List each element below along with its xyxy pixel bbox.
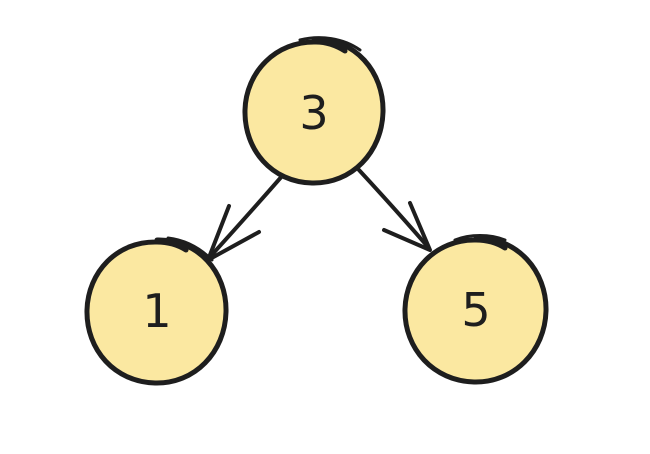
- node-label: 1: [142, 284, 171, 338]
- edge-root-to-right: [357, 168, 432, 252]
- tree-node-root: 3: [242, 36, 386, 186]
- node-circle-sketch-stroke: [298, 36, 362, 52]
- edge-root-to-left: [206, 173, 285, 262]
- node-circle: [402, 235, 549, 385]
- arrowhead-icon: [382, 201, 432, 252]
- edge-line: [207, 173, 285, 260]
- node-circle-sketch-stroke: [166, 236, 214, 262]
- node-circle-sketch-stroke: [453, 234, 507, 242]
- node-label: 5: [461, 283, 490, 337]
- edge-line: [357, 168, 430, 249]
- tree-node-left: 1: [84, 236, 229, 386]
- node-circle: [242, 36, 386, 186]
- node-label: 3: [299, 86, 328, 140]
- node-circle: [84, 237, 229, 386]
- tree-node-right: 5: [402, 234, 549, 385]
